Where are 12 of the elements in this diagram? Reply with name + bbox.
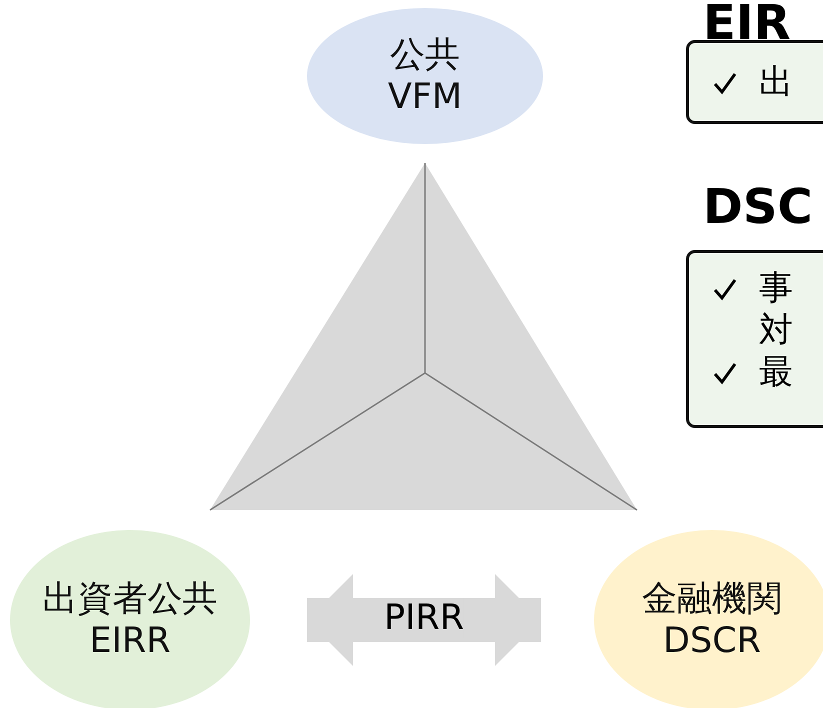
metric-label: DSCR <box>663 620 761 662</box>
metric-label: VFM <box>388 76 462 118</box>
bullet-text: 事対 <box>759 267 794 351</box>
party-name: 出資者公共 <box>42 578 218 620</box>
bullet-text: 最 <box>759 351 794 393</box>
party-name: 公共 <box>390 34 460 76</box>
party-name: 金融機関 <box>642 578 782 620</box>
double-arrow <box>307 574 541 666</box>
metric-label: EIRR <box>89 620 171 662</box>
section-heading: DSC <box>703 181 813 233</box>
bullet-text: 出 <box>759 61 794 103</box>
section-heading: EIR <box>703 0 791 49</box>
